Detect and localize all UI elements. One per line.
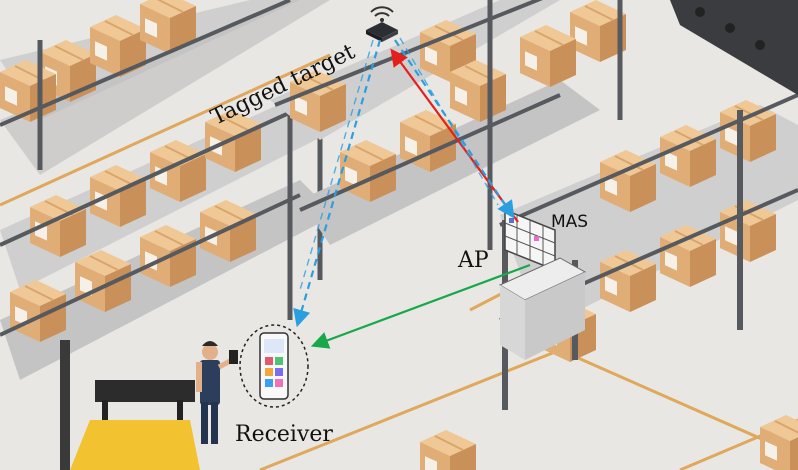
blue-signal-receiver-2 xyxy=(299,39,374,291)
blue-signal-mas-2 xyxy=(399,37,499,206)
forklift-shape xyxy=(60,340,200,470)
shelf-rack-back-left xyxy=(0,0,330,175)
receiver-label: Receiver xyxy=(235,422,333,447)
green-signal-arrow xyxy=(310,263,531,349)
blue-signal-receiver xyxy=(293,39,382,328)
conveyor-shape xyxy=(670,0,798,95)
ap-platform xyxy=(498,257,587,360)
wifi-tag-icon xyxy=(366,6,398,42)
signal-paths xyxy=(293,37,531,349)
smartphone-icon xyxy=(239,324,309,408)
ap-label: AP xyxy=(458,248,489,273)
shelf-rack-upper-right xyxy=(519,0,627,120)
mas-label: MAS xyxy=(551,212,589,232)
worker-figure xyxy=(196,341,238,444)
mas-panel xyxy=(504,208,556,272)
